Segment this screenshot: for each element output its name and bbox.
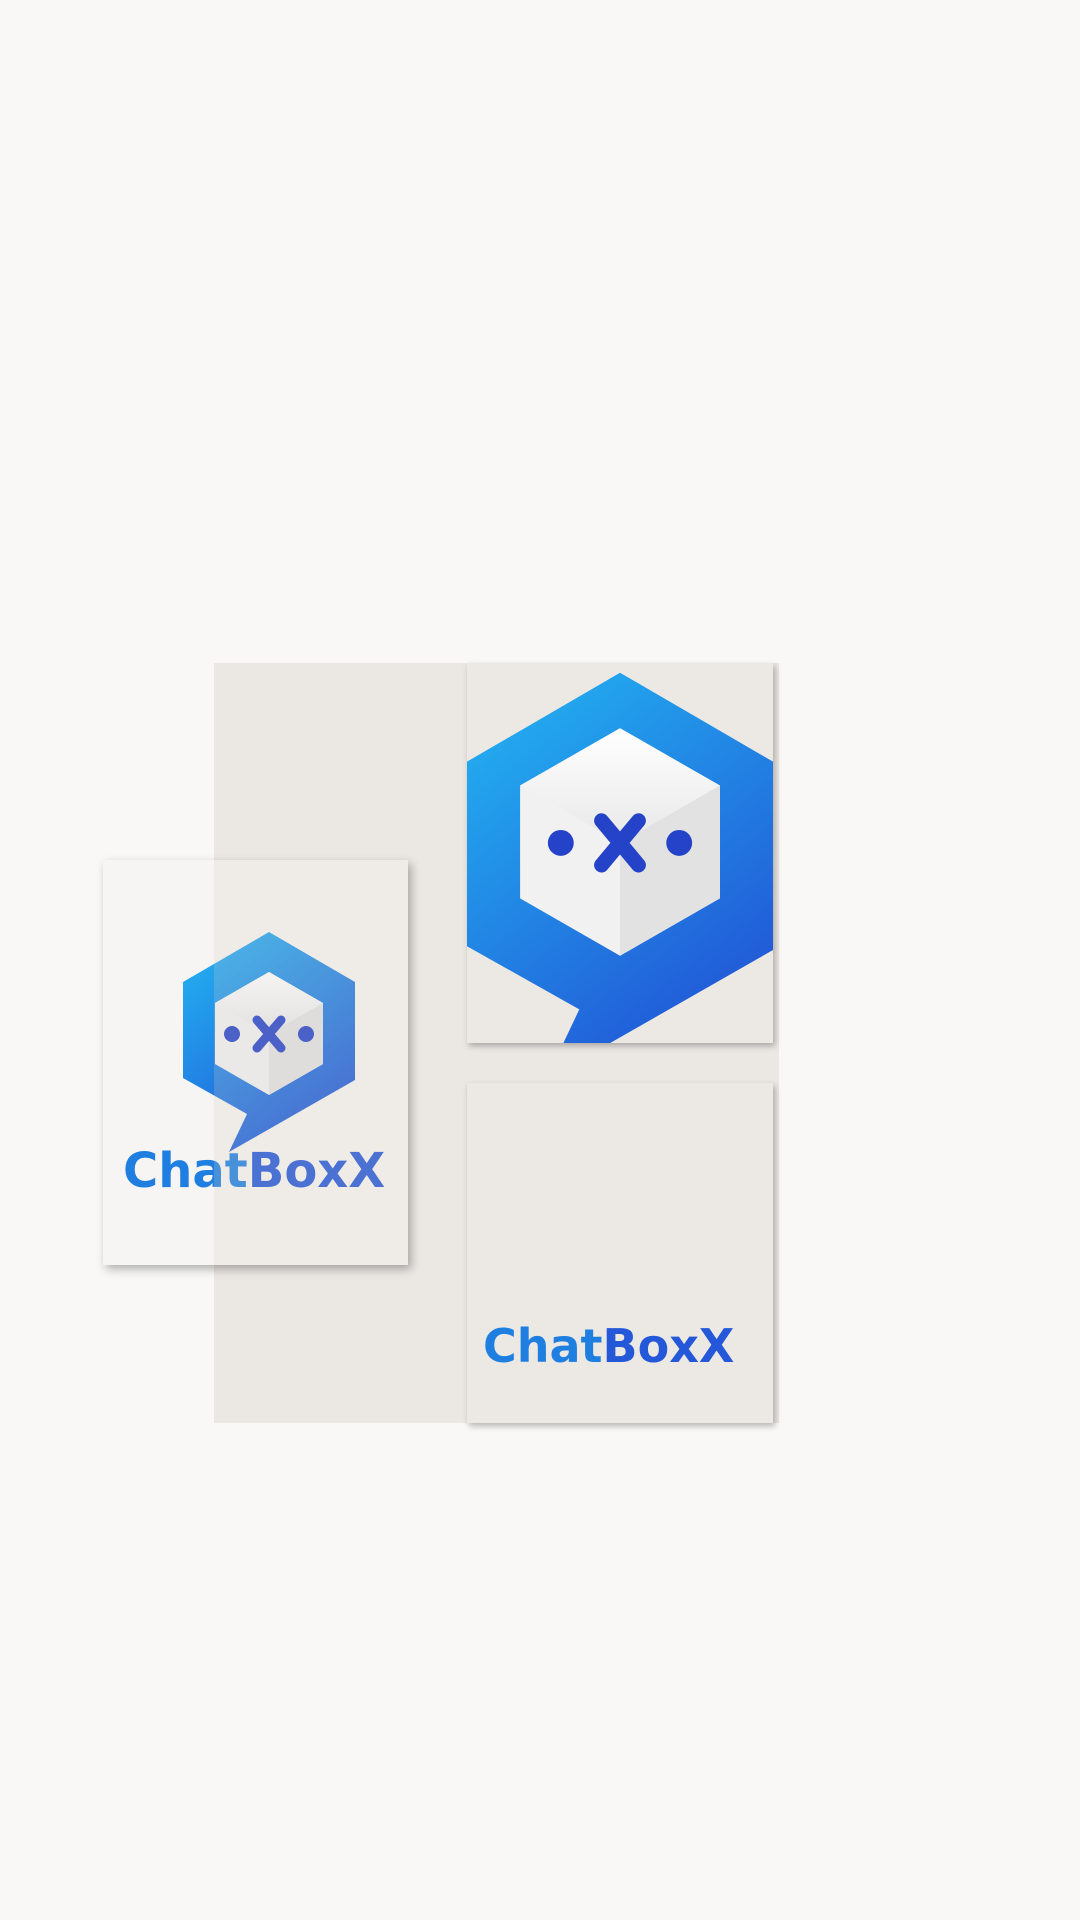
brand-name-part2: BoxX [247,1143,386,1199]
logo-card-wordmark: ChatBoxX [467,1083,773,1423]
logo-card-full: ChatBoxX [103,860,408,1265]
brand-name-part1: Chat [483,1319,603,1373]
chatboxx-logo-icon-large [467,672,773,1043]
chatboxx-logo-icon [183,932,355,1152]
logo-card-icon [467,663,773,1043]
brand-wordmark: ChatBoxX [123,1143,385,1199]
brand-name-part1: Chat [123,1143,248,1199]
brand-wordmark-standalone: ChatBoxX [483,1319,734,1373]
brand-name-part2: BoxX [602,1319,735,1373]
